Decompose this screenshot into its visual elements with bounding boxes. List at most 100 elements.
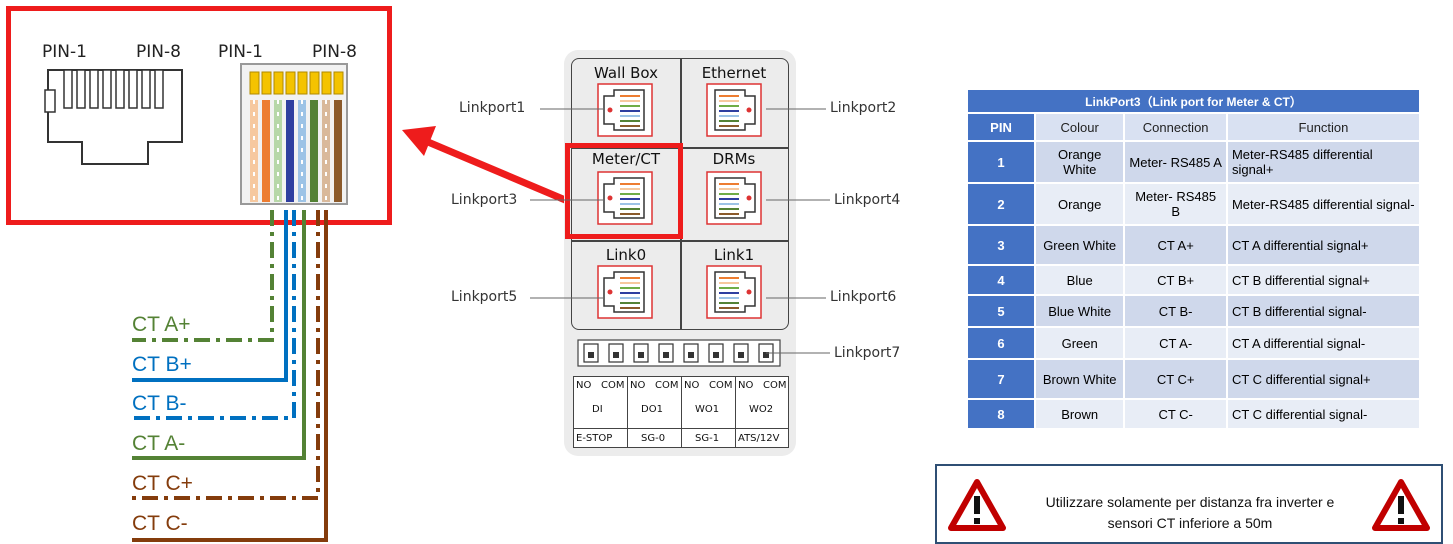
ct-b-minus-label: CT B- <box>132 392 187 415</box>
pin-cell: 7 <box>966 358 1036 400</box>
linkport-callout-lines <box>530 108 830 354</box>
pin-cell: 5 <box>966 294 1036 328</box>
warning-triangle-icon <box>948 479 1006 531</box>
drms-label: DRMs <box>712 150 756 168</box>
connection-cell: Meter- RS485 B <box>1123 182 1228 226</box>
table-row: 2 Orange Meter- RS485 B Meter-RS485 diff… <box>966 182 1422 226</box>
term-no-3: NO <box>684 380 700 391</box>
colour-cell: Brown White <box>1033 358 1126 400</box>
warning-text-line2: sensori CT inferiore a 50m <box>1107 515 1273 531</box>
term-di: DI <box>592 404 603 415</box>
table-title: LinkPort3（Link port for Meter & CT） <box>966 88 1421 114</box>
pin-cell: 4 <box>966 264 1036 296</box>
term-v-3 <box>735 376 736 448</box>
term-com-3: COM <box>709 380 733 391</box>
pin-cell: 2 <box>966 182 1036 226</box>
warning-triangle-icon <box>1372 479 1430 531</box>
warning-box <box>935 464 1443 544</box>
linkport5-label: Linkport5 <box>451 289 518 305</box>
jack-pin1-label: PIN-1 <box>42 42 87 62</box>
grid-h-divider-2 <box>571 240 789 242</box>
table-row: 6 Green CT A- CT A differential signal- <box>966 326 1422 360</box>
ct-b-plus-label: CT B+ <box>132 353 192 376</box>
colour-cell: Orange White <box>1033 140 1126 184</box>
table-row: 3 Green White CT A+ CT A differential si… <box>966 224 1422 266</box>
table-row: 5 Blue White CT B- CT B differential sig… <box>966 294 1422 328</box>
pin-cell: 1 <box>966 140 1036 184</box>
linkport1-label: Linkport1 <box>459 100 526 116</box>
ct-a-minus-label: CT A- <box>132 432 186 455</box>
linkport7-label: Linkport7 <box>834 345 901 361</box>
link0-label: Link0 <box>605 246 647 264</box>
rj45-jack-icon <box>44 69 183 165</box>
function-cell: CT A differential signal- <box>1225 326 1422 360</box>
ethernet-label: Ethernet <box>701 64 767 82</box>
jack-pin8-label: PIN-8 <box>136 42 181 62</box>
colour-cell: Brown <box>1033 398 1126 430</box>
rj45-plug-icon <box>240 63 348 205</box>
meter-ct-highlight-box <box>565 143 683 239</box>
function-cell: CT C differential signal- <box>1225 398 1422 430</box>
linkport2-label: Linkport2 <box>830 100 897 116</box>
connection-cell: CT A- <box>1123 326 1228 360</box>
connection-cell: CT A+ <box>1123 224 1228 266</box>
table-row: 7 Brown White CT C+ CT C differential si… <box>966 358 1422 400</box>
function-cell: CT B differential signal- <box>1225 294 1422 328</box>
term-sg1: SG-1 <box>695 433 720 444</box>
port-icon-meter-ct <box>597 171 653 225</box>
function-cell: CT A differential signal+ <box>1225 224 1422 266</box>
term-com-4: COM <box>763 380 787 391</box>
connection-cell: Meter- RS485 A <box>1123 140 1228 184</box>
pin-cell: 6 <box>966 326 1036 360</box>
colour-cell: Green White <box>1033 224 1126 266</box>
plug-pin1-label: PIN-1 <box>218 42 263 62</box>
port-icon-link1 <box>706 265 762 319</box>
red-arrow <box>402 126 572 206</box>
linkport4-label: Linkport4 <box>834 192 901 208</box>
port-icon-wallbox <box>597 83 653 137</box>
table-row: 4 Blue CT B+ CT B differential signal+ <box>966 264 1422 296</box>
link1-label: Link1 <box>713 246 755 264</box>
connection-cell: CT B+ <box>1123 264 1228 296</box>
port-icon-drms <box>706 171 762 225</box>
function-cell: CT C differential signal+ <box>1225 358 1422 400</box>
connector-highlight-box <box>6 6 392 225</box>
header-function: Function <box>1225 112 1422 142</box>
term-v-1 <box>627 376 628 448</box>
colour-cell: Green <box>1033 326 1126 360</box>
wall-box-label: Wall Box <box>593 64 659 82</box>
term-no-4: NO <box>738 380 754 391</box>
term-v-2 <box>681 376 682 448</box>
term-wo1: WO1 <box>695 404 720 415</box>
term-no-2: NO <box>630 380 646 391</box>
function-cell: CT B differential signal+ <box>1225 264 1422 296</box>
function-cell: Meter-RS485 differential signal+ <box>1225 140 1422 184</box>
linkport6-label: Linkport6 <box>830 289 897 305</box>
term-ats: ATS/12V <box>738 433 780 444</box>
plug-pin8-label: PIN-8 <box>312 42 357 62</box>
connection-cell: CT B- <box>1123 294 1228 328</box>
port-icon-link0 <box>597 265 653 319</box>
ct-wiring-lines <box>132 210 328 542</box>
connection-cell: CT C- <box>1123 398 1228 430</box>
pin-cell: 3 <box>966 224 1036 266</box>
ct-a-plus-label: CT A+ <box>132 313 191 336</box>
colour-cell: Orange <box>1033 182 1126 226</box>
term-wo2: WO2 <box>749 404 774 415</box>
meter-ct-label: Meter/CT <box>591 150 661 168</box>
function-cell: Meter-RS485 differential signal- <box>1225 182 1422 226</box>
term-do1: DO1 <box>641 404 663 415</box>
term-no-1: NO <box>576 380 592 391</box>
term-sg0: SG-0 <box>641 433 666 444</box>
term-estop: E-STOP <box>576 433 613 444</box>
term-com-1: COM <box>601 380 625 391</box>
header-connection: Connection <box>1123 112 1228 142</box>
colour-cell: Blue <box>1033 264 1126 296</box>
ct-c-minus-label: CT C- <box>132 512 188 535</box>
linkport3-label: Linkport3 <box>451 192 518 208</box>
warning-text-line1: Utilizzare solamente per distanza fra in… <box>1045 494 1335 510</box>
colour-cell: Blue White <box>1033 294 1126 328</box>
pin-cell: 8 <box>966 398 1036 430</box>
terminal-strip-icon <box>577 339 781 367</box>
linkport3-pin-table: LinkPort3（Link port for Meter & CT） PIN … <box>966 88 1422 430</box>
